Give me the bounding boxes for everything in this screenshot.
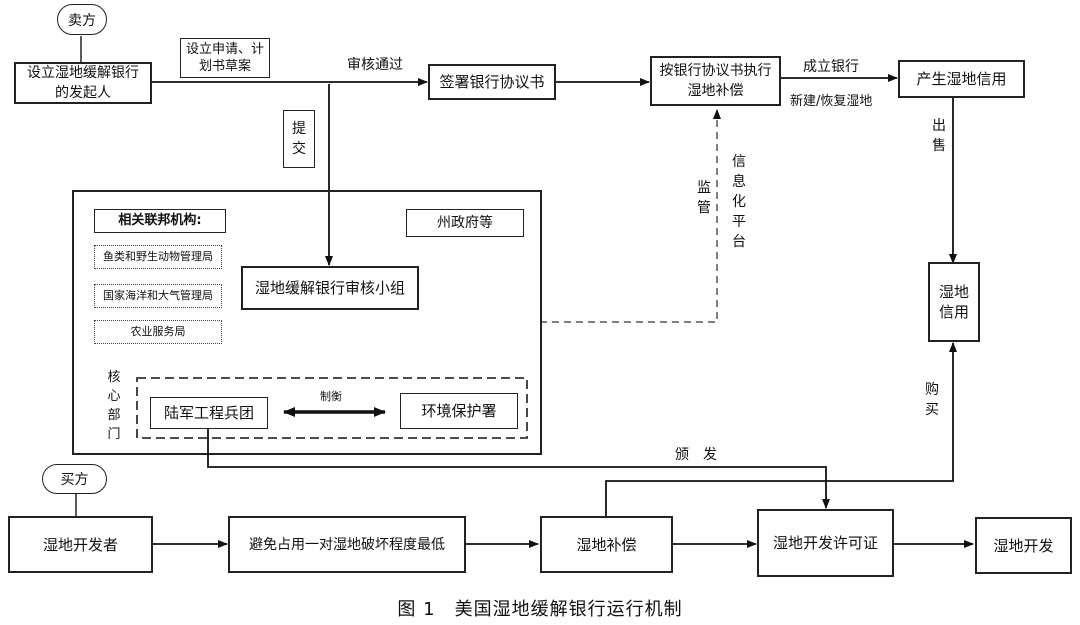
buy-label: 购买 [925, 382, 939, 418]
buyer-tag-text: 买方 [60, 472, 89, 488]
epa-box: 环境保护署 [400, 393, 518, 429]
developer-box: 湿地开发者 [8, 516, 153, 573]
seller-tag-text: 卖方 [68, 12, 96, 29]
federal-item-fsa-text: 农业服务局 [130, 325, 186, 338]
federal-item-noaa: 国家海洋和大气管理局 [94, 284, 222, 308]
permit-text: 湿地开发许可证 [772, 534, 878, 552]
buy-line [605, 342, 957, 516]
avoid-box: 避免占用一对湿地破坏程度最低 [228, 516, 466, 573]
submit-text: 提交 [292, 121, 306, 157]
sponsor-text: 设立湿地缓解银行的发起人 [27, 65, 139, 101]
permit-box: 湿地开发许可证 [757, 509, 894, 577]
army-corps-text: 陆军工程兵团 [163, 404, 254, 422]
sign-agreement-text: 签署银行协议书 [439, 73, 545, 91]
info-platform-label: 信息化平台 [732, 154, 746, 250]
agencies-frame [72, 190, 542, 455]
submit-apply-box: 设立申请、计划书草案 [180, 38, 270, 78]
execute-compensation-box: 按银行协议书执行湿地补偿 [650, 56, 781, 106]
federal-title-box: 相关联邦机构: [94, 209, 226, 233]
new-restore-label: 新建/恢复湿地 [790, 94, 873, 109]
federal-item-fws: 鱼类和野生动物管理局 [94, 245, 222, 269]
avoid-text: 避免占用一对湿地破坏程度最低 [249, 536, 445, 553]
developer-text: 湿地开发者 [42, 535, 118, 554]
compensation-text: 湿地补偿 [576, 535, 637, 554]
review-team-text: 湿地缓解银行审核小组 [254, 279, 405, 297]
state-gov-text: 州政府等 [437, 215, 493, 231]
sponsor-box: 设立湿地缓解银行的发起人 [14, 62, 152, 104]
development-box: 湿地开发 [975, 517, 1072, 574]
federal-item-fws-text: 鱼类和野生动物管理局 [103, 250, 213, 263]
issue-label: 颁 发 [675, 447, 717, 463]
wetland-credit-text: 湿地信用 [939, 283, 970, 321]
approved-label: 审核通过 [347, 57, 403, 73]
checks-label: 制衡 [320, 390, 342, 403]
wetland-credit-box: 湿地信用 [928, 262, 980, 342]
sign-agreement-box: 签署银行协议书 [428, 64, 556, 100]
development-text: 湿地开发 [993, 536, 1054, 555]
supervise-label: 监管 [697, 180, 711, 216]
buyer-tag: 买方 [42, 464, 107, 494]
federal-item-noaa-text: 国家海洋和大气管理局 [103, 289, 213, 302]
execute-compensation-text: 按银行协议书执行湿地补偿 [659, 63, 772, 99]
epa-text: 环境保护署 [421, 402, 497, 420]
core-label: 核心部门 [107, 370, 121, 442]
submit-apply-text: 设立申请、计划书草案 [185, 42, 264, 74]
produce-credit-box: 产生湿地信用 [898, 60, 1025, 98]
state-gov-box: 州政府等 [406, 209, 524, 237]
federal-title-text: 相关联邦机构: [118, 213, 202, 228]
issue-line [207, 428, 830, 509]
federal-item-fsa: 农业服务局 [94, 320, 222, 344]
produce-credit-text: 产生湿地信用 [916, 70, 1007, 88]
seller-tag: 卖方 [57, 4, 107, 35]
army-corps-box: 陆军工程兵团 [150, 397, 268, 429]
supervise-dashed-line [540, 109, 721, 323]
sell-label: 出售 [932, 118, 946, 154]
core-dashed-frame [136, 377, 528, 439]
compensation-box: 湿地补偿 [540, 516, 673, 573]
review-team-box: 湿地缓解银行审核小组 [241, 266, 419, 310]
establish-bank-label: 成立银行 [803, 59, 859, 75]
figure-caption: 图 1 美国湿地缓解银行运行机制 [397, 599, 683, 620]
submit-box: 提交 [283, 110, 315, 168]
